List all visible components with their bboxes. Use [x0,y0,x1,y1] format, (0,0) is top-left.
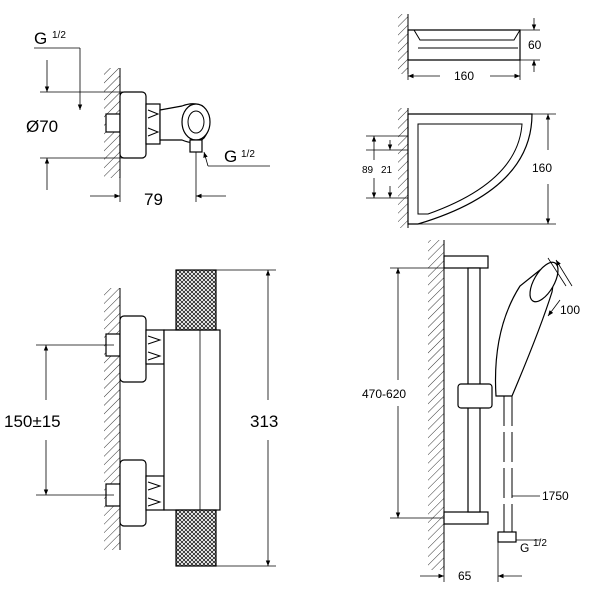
thread-top-label: G [34,29,47,48]
hose-length-label: 1750 [542,489,569,503]
head-diameter-label: 100 [560,303,580,317]
shelf-height-label: 60 [528,38,542,52]
shower-set-view: 470-620 100 1750 G 1/2 65 [362,240,580,583]
wall-hatch-2 [104,288,120,550]
offset-label: 65 [458,569,472,583]
shelf-width-label: 160 [454,69,474,83]
inlet-stub [105,113,121,133]
handle-ring [181,103,211,141]
diameter-label: Ø70 [26,117,58,136]
center-distance-label: 150±15 [4,412,61,431]
bottom-handle[interactable] [175,509,217,567]
outlet-connector [189,139,203,153]
shelf-top-width-label: 160 [532,161,552,175]
outlet-label: G [520,541,529,555]
shelf-front [407,29,521,61]
corner-shelf [407,113,533,225]
hose-nut [497,531,517,543]
valve-side-view: Ø70 G 1/2 G 1/2 79 [26,29,270,209]
rail-height-label: 470-620 [362,387,406,401]
height-label: 313 [250,412,278,431]
top-handle[interactable] [175,269,217,331]
valve-rosette [119,91,147,159]
thread-bottom-label: G [224,147,237,166]
shower-head-face [529,261,559,303]
rail-top-bracket [443,255,489,269]
shelf-depth-a-label: 89 [362,165,374,176]
depth-label: 79 [144,190,163,209]
rail-bottom-bracket [443,511,489,525]
thread-bottom-frac: 1/2 [241,149,255,160]
shelf-depth-b-label: 21 [381,165,393,176]
thermostat-bar [163,329,221,511]
outlet-frac: 1/2 [533,538,547,549]
thread-top-frac: 1/2 [52,30,66,41]
shelf-top-view: 160 89 21 [362,108,556,228]
valve-front-view: 150±15 313 [4,269,278,567]
shelf-front-view: 60 160 [398,14,542,83]
rail-slider[interactable] [457,383,493,409]
